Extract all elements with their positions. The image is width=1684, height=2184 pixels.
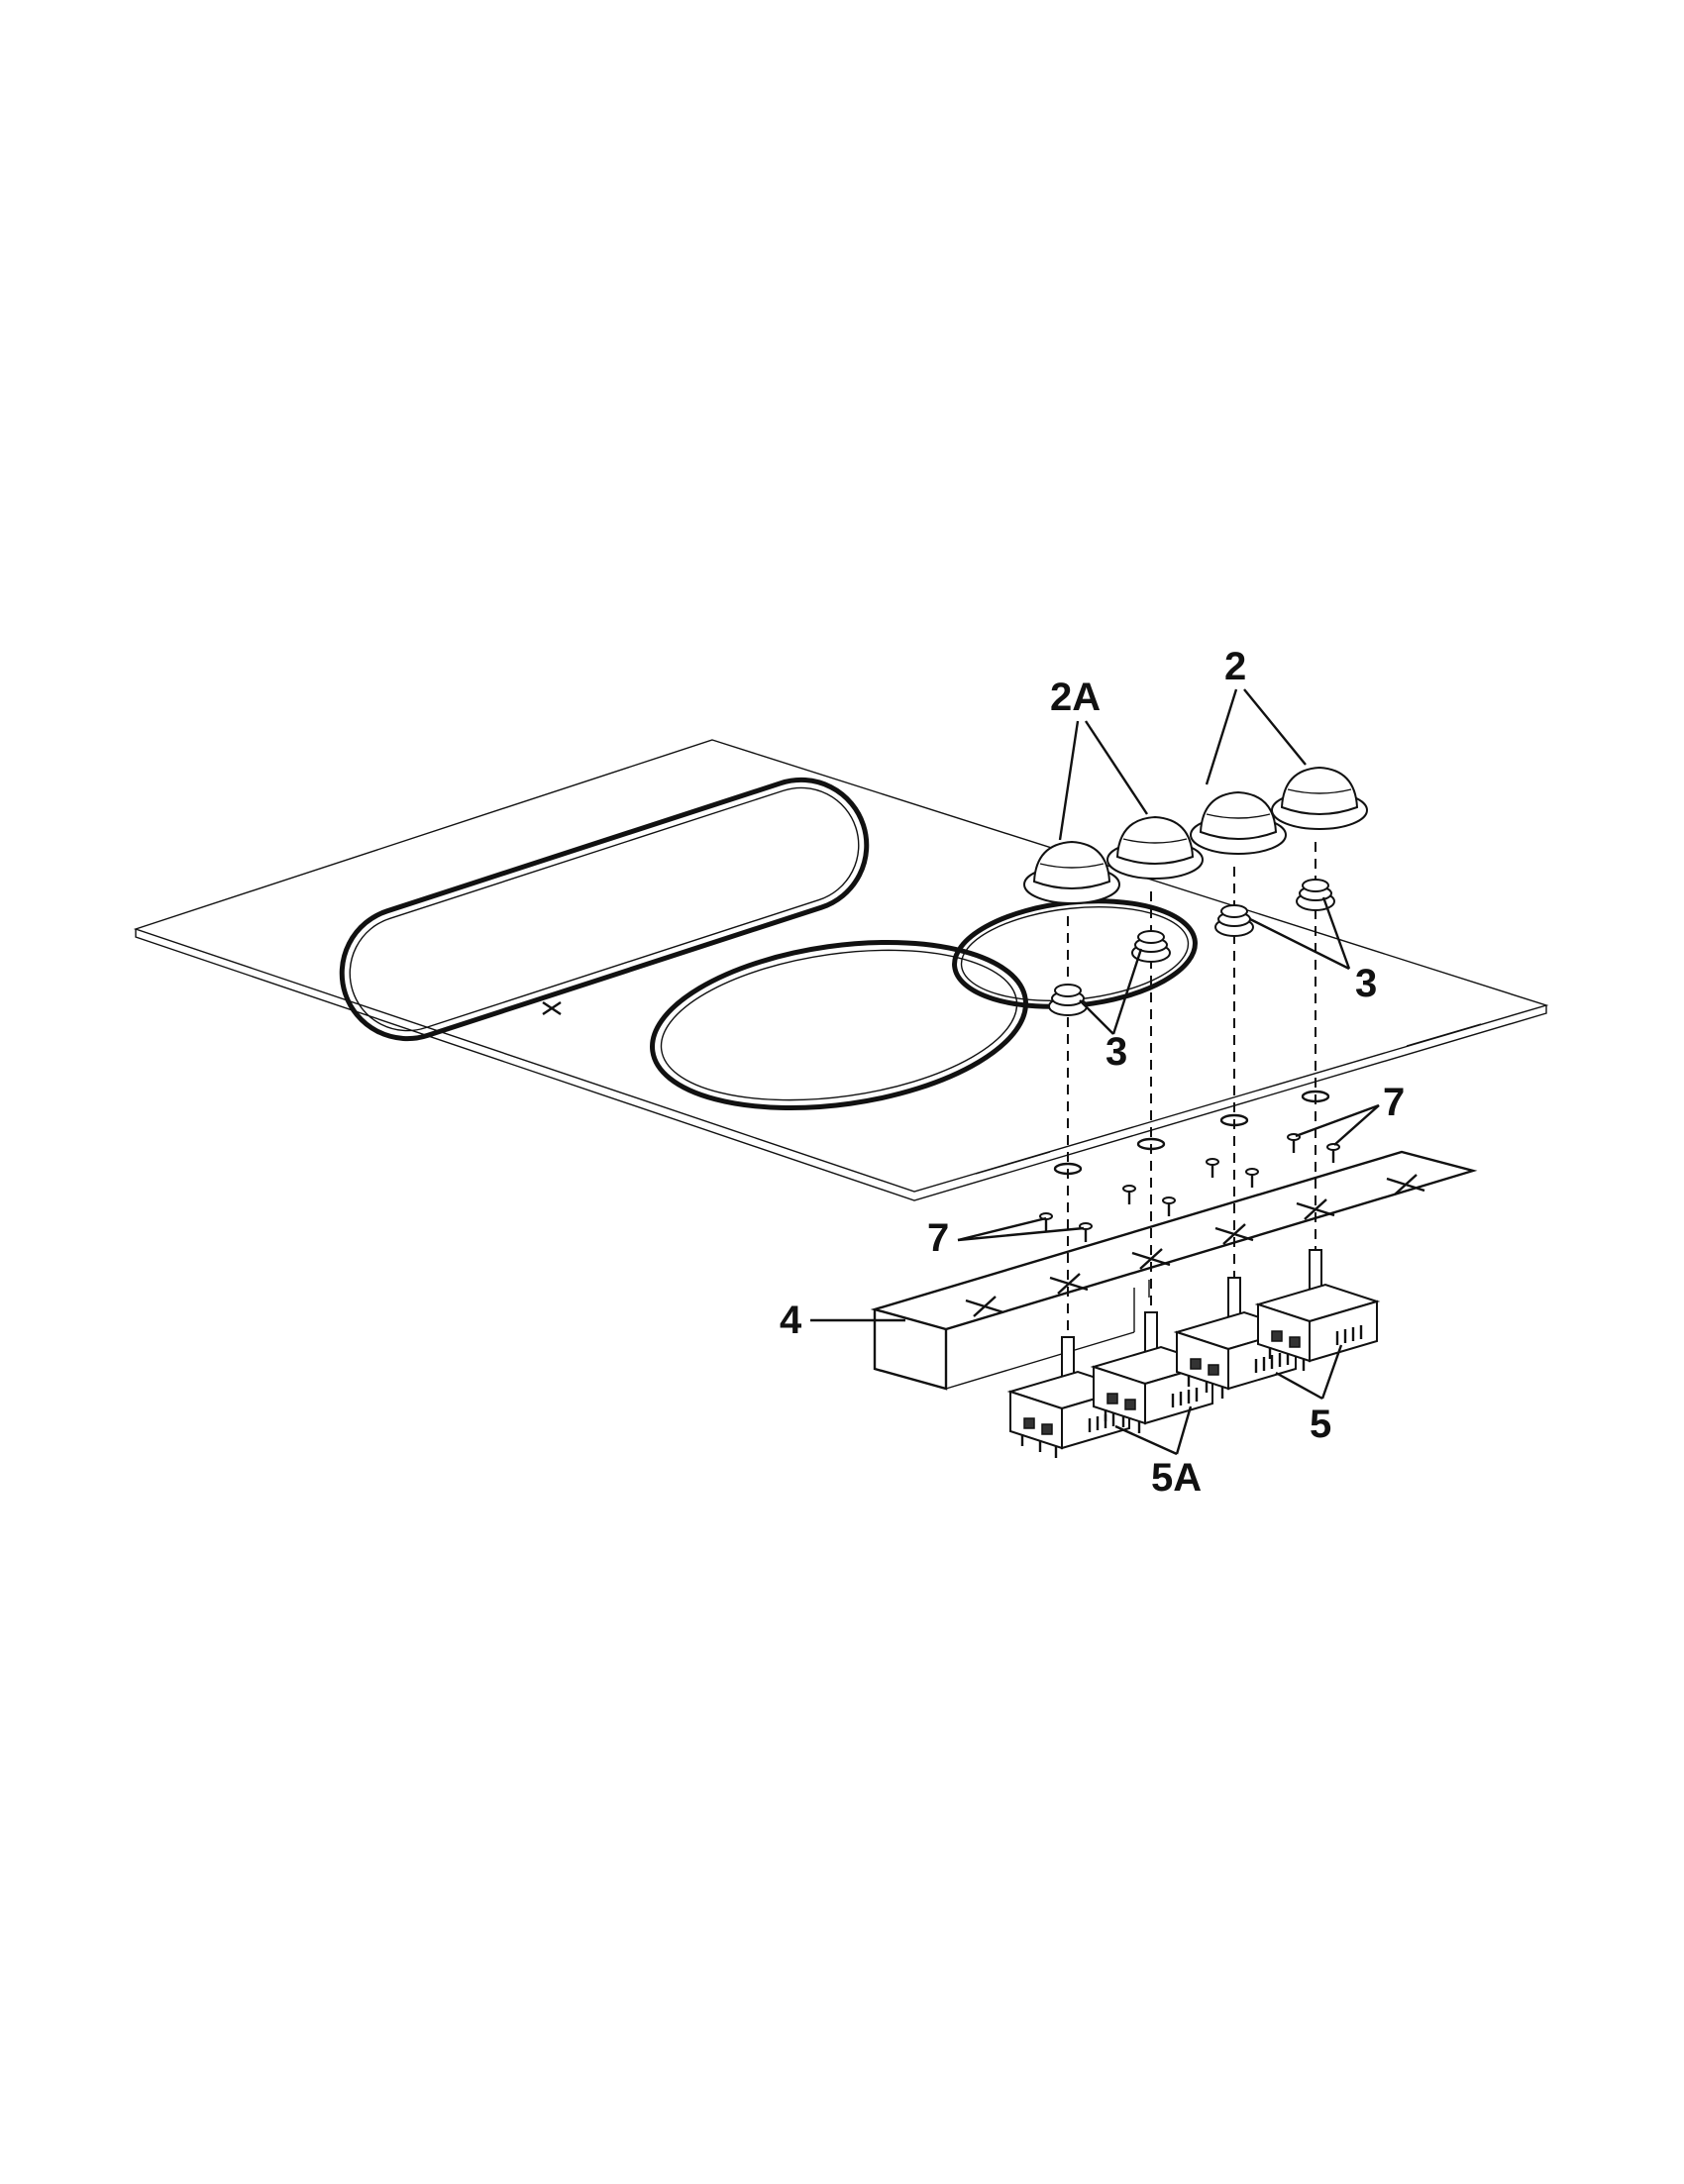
bridge-element-ring <box>339 777 870 1042</box>
label-3-left: 3 <box>1105 1030 1127 1074</box>
large-element-ring <box>650 939 1028 1111</box>
label-4: 4 <box>780 1299 802 1342</box>
label-2: 2 <box>1224 645 1246 688</box>
glass-center-mark <box>542 1001 562 1015</box>
bezel-3-c <box>1214 904 1254 937</box>
label-5a: 5A <box>1151 1456 1202 1500</box>
bezel-3-a <box>1048 984 1088 1016</box>
label-2a: 2A <box>1050 676 1101 719</box>
knob-holes <box>1053 1090 1330 1176</box>
knob-2-right <box>1271 766 1368 830</box>
screws-7 <box>1039 1133 1340 1242</box>
knob-2-left <box>1190 790 1287 855</box>
label-7-left: 7 <box>927 1216 949 1260</box>
knob-2a-left <box>1023 840 1120 904</box>
bezel-3-b <box>1131 930 1171 963</box>
assembly-guide-lines <box>1067 842 1316 1382</box>
label-3-right: 3 <box>1355 962 1377 1005</box>
callout-labels: 2A 2 3 3 7 7 4 5 5A <box>780 645 1405 1500</box>
leader-lines <box>810 688 1380 1456</box>
mounting-bracket <box>870 1150 1478 1391</box>
knob-2a-right <box>1106 815 1204 880</box>
bezel-3-d <box>1296 879 1335 911</box>
label-5: 5 <box>1310 1403 1331 1446</box>
cooktop-glass <box>133 739 1549 1201</box>
label-7-right: 7 <box>1383 1081 1405 1124</box>
switch-5-right <box>1254 1249 1381 1371</box>
